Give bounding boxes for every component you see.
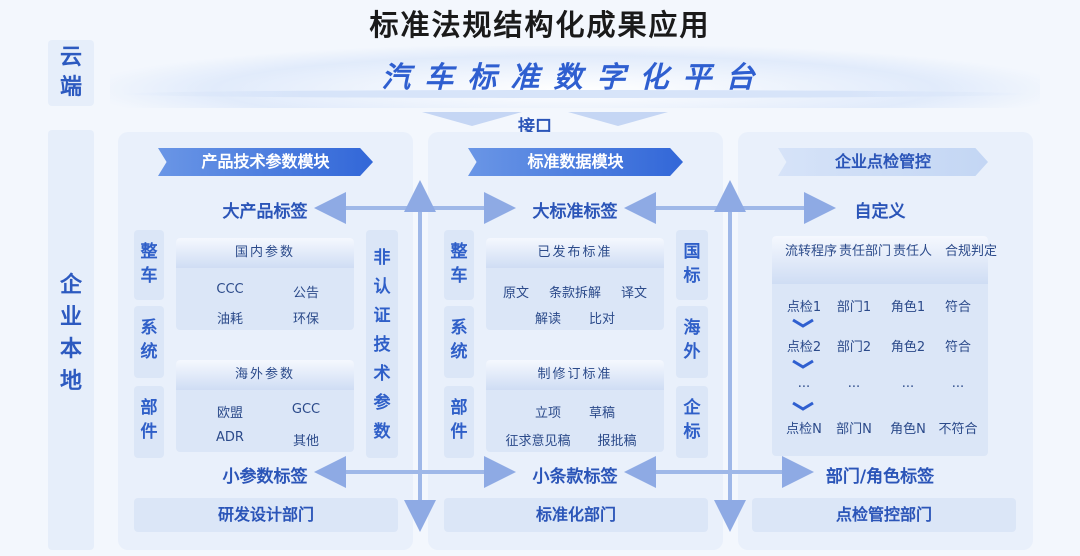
chevron-down-icon [792,318,814,328]
table-cell: 点检2 [786,340,822,355]
label-custom: 自定义 [854,202,906,222]
table-cell: 点检N [786,422,822,437]
interface-funnel-left [422,112,522,126]
label-big-product: 大产品标签 [222,202,308,222]
cell-adr: ADR [216,430,244,445]
platform-title: 汽车标准数字化平台 [381,60,769,94]
card-overseas-head: 海外参数 [176,360,354,390]
tab-part-left-label: 部件 [140,398,158,442]
tab-national-label: 国标 [683,242,701,286]
cell-fuel: 油耗 [216,312,243,327]
card-domestic-head: 国内参数 [176,238,354,268]
banner-product-params: 产品技术参数模块 [158,148,373,176]
table-cell: ... [951,376,965,391]
tab-enterprise: 企标 [676,386,708,458]
dept-rnd: 研发设计部门 [134,498,398,532]
chevron-down-icon [792,359,814,369]
page-title: 标准法规结构化成果应用 [369,8,711,42]
tab-vehicle-mid-label: 整车 [450,242,468,286]
cell-gcc: GCC [291,402,321,417]
table-cell: 角色N [890,422,926,437]
dept-inspection: 点检管控部门 [752,498,1016,532]
card-published-standards: 已发布标准 原文 条款拆解 译文 解读 比对 [486,238,664,330]
tab-system-left: 系统 [134,306,164,378]
cell-clause-split: 条款拆解 [548,286,601,301]
tab-system-left-label: 系统 [140,318,158,362]
card-revision-standards: 制修订标准 立项 草稿 征求意见稿 报批稿 [486,360,664,452]
tab-overseas: 海外 [676,306,708,378]
tab-system-mid: 系统 [444,306,474,378]
tab-vehicle-mid: 整车 [444,230,474,300]
table-cell: 符合 [944,340,971,355]
label-small-clauses: 小条款标签 [532,467,618,487]
platform-base [120,90,1030,98]
tab-vehicle-left-label: 整车 [140,242,158,286]
tab-vehicle-left: 整车 [134,230,164,300]
table-cell: ... [901,376,915,391]
label-big-standard: 大标准标签 [532,202,618,222]
table-cell: ... [847,376,861,391]
tab-non-cert-label: 非认证技术参数 [373,248,391,442]
cloud-label: 云端 [59,45,82,100]
tab-enterprise-label: 企标 [683,398,701,442]
table-cell: 不符合 [938,422,978,437]
inspection-table: 流转程序 责任部门 责任人 合规判定 点检1 部门1 角色1 符合 点检2 部门… [772,236,997,456]
label-dept-role: 部门/角色标签 [825,467,935,487]
banner-standard-data: 标准数据模块 [468,148,683,176]
tab-national: 国标 [676,230,708,300]
cell-comment-draft: 征求意见稿 [505,434,571,449]
tab-part-mid: 部件 [444,386,474,458]
cell-compare: 比对 [588,312,615,327]
cell-eu: 欧盟 [216,406,243,421]
table-cell: 部门N [836,422,872,437]
cell-translation: 译文 [620,286,647,301]
cell-approval-draft: 报批稿 [597,434,637,449]
table-cell: 角色2 [890,340,926,355]
inspection-table-head [772,236,988,284]
tab-part-mid-label: 部件 [450,398,468,442]
cell-interpret: 解读 [534,312,561,327]
cell-announcement: 公告 [292,286,319,301]
interface-funnel-right [568,112,668,126]
tab-non-cert-params: 非认证技术参数 [366,230,398,458]
tab-part-left: 部件 [134,386,164,458]
cell-original: 原文 [502,286,529,301]
tab-overseas-label: 海外 [683,318,701,362]
table-cell: 点检1 [786,300,822,315]
table-cell: 部门1 [836,300,872,315]
card-overseas-params: 海外参数 欧盟 GCC ADR 其他 [176,360,354,452]
chevron-down-icon [792,401,814,411]
card-domestic-params: 国内参数 CCC 公告 油耗 环保 [176,238,354,330]
table-cell: ... [797,376,811,391]
dept-standardization: 标准化部门 [444,498,708,532]
card-revision-head: 制修订标准 [486,360,664,390]
local-band: 企业本地 [48,130,94,550]
table-cell: 角色1 [890,300,926,315]
cell-ccc: CCC [216,282,244,297]
table-cell: 部门2 [836,340,872,355]
cloud-band: 云端 [48,40,94,106]
tab-system-mid-label: 系统 [450,318,468,362]
cell-draft: 草稿 [588,406,615,421]
cell-other: 其他 [292,434,319,449]
card-published-head: 已发布标准 [486,238,664,268]
cell-project: 立项 [534,406,561,421]
cell-env: 环保 [292,312,319,327]
local-label: 企业本地 [59,273,82,394]
banner-inspection: 企业点检管控 [778,148,988,176]
th-person: 责任人 [882,244,932,260]
table-cell: 符合 [944,300,971,315]
label-small-params: 小参数标签 [222,467,308,487]
